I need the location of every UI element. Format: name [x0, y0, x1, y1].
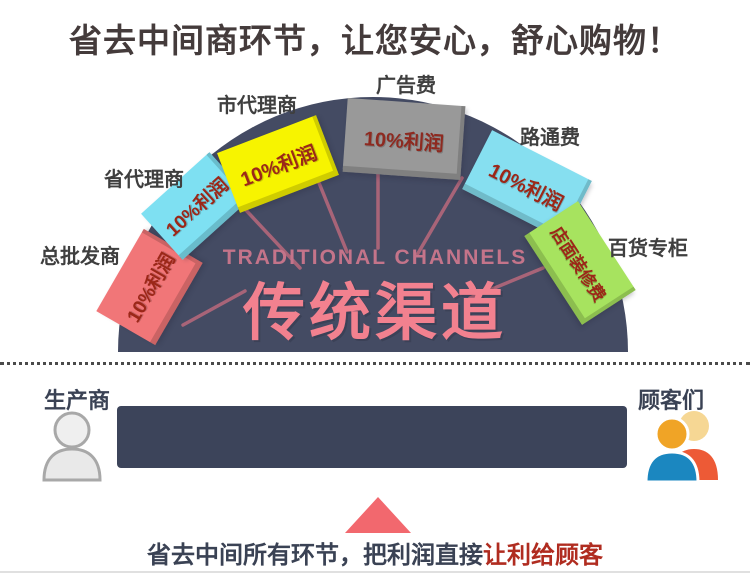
dotted-divider: [0, 362, 750, 365]
person-icon: [36, 408, 108, 487]
page-title: 省去中间商环节，让您安心，舒心购物！: [69, 22, 681, 59]
label-province-agent: 省代理商: [104, 169, 184, 191]
customers-label: 顾客们: [638, 388, 705, 413]
producer-label: 生产商: [44, 388, 111, 413]
up-triangle-pointer: [345, 497, 411, 533]
label-city-agent: 市代理商: [217, 95, 297, 117]
center-title-cn: 传统渠道: [242, 279, 507, 348]
footer-callout: 省去中间所有环节，把利润直接让利给顾客: [0, 535, 750, 570]
label-road-fee: 路通费: [520, 127, 580, 149]
direct-flow-bar: [117, 406, 627, 468]
label-ad-fee: 广告费: [376, 75, 436, 97]
cost-box-ad-fee: 10%利润: [342, 97, 466, 181]
label-wholesaler: 总批发商: [40, 246, 120, 268]
footer-text-dark: 省去中间所有环节，把利润直接: [147, 542, 483, 569]
footer-text-red: 让利给顾客: [483, 542, 603, 569]
people-icon: [642, 406, 722, 487]
label-counter: 百货专柜: [608, 238, 688, 260]
